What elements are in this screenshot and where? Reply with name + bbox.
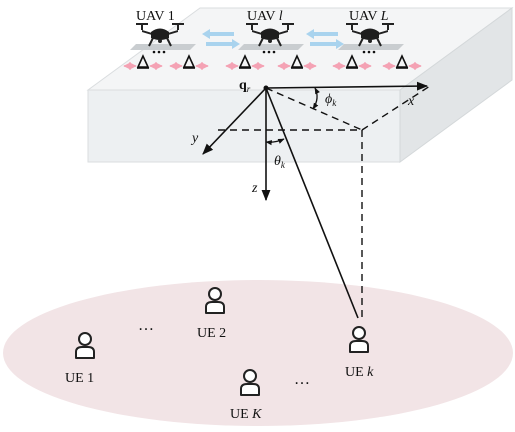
ground-area (3, 280, 513, 426)
y-axis-label: y (190, 131, 199, 146)
uav-label-L: UAV L (349, 9, 389, 24)
ellipsis-ue: … (294, 371, 310, 388)
ue-label-2: UE 2 (197, 326, 226, 341)
phi-label: ϕk (325, 92, 337, 108)
uav-platform (86, 7, 514, 163)
ellipsis-ue: … (138, 317, 154, 334)
z-axis-label: z (251, 181, 258, 196)
los-link-ue-k (265, 87, 359, 319)
ue-label-K: UE K (230, 407, 262, 422)
origin-point (263, 85, 269, 91)
reference-point-label: qr (239, 78, 251, 94)
uav-antenna-bars (130, 44, 404, 50)
theta-label: θk (274, 154, 286, 170)
ue-label-k: UE k (345, 365, 374, 380)
ue-label-1: UE 1 (65, 371, 94, 386)
theta-arc (265, 138, 285, 146)
phi-arc (312, 87, 320, 110)
uav-dots (152, 50, 376, 54)
uav-label-l: UAV l (247, 9, 283, 24)
uav-label-1: UAV 1 (136, 9, 175, 24)
x-axis-label: x (407, 94, 415, 109)
x-axis (265, 81, 429, 91)
blue-link-arrows (202, 29, 344, 49)
y-axis (202, 87, 267, 155)
